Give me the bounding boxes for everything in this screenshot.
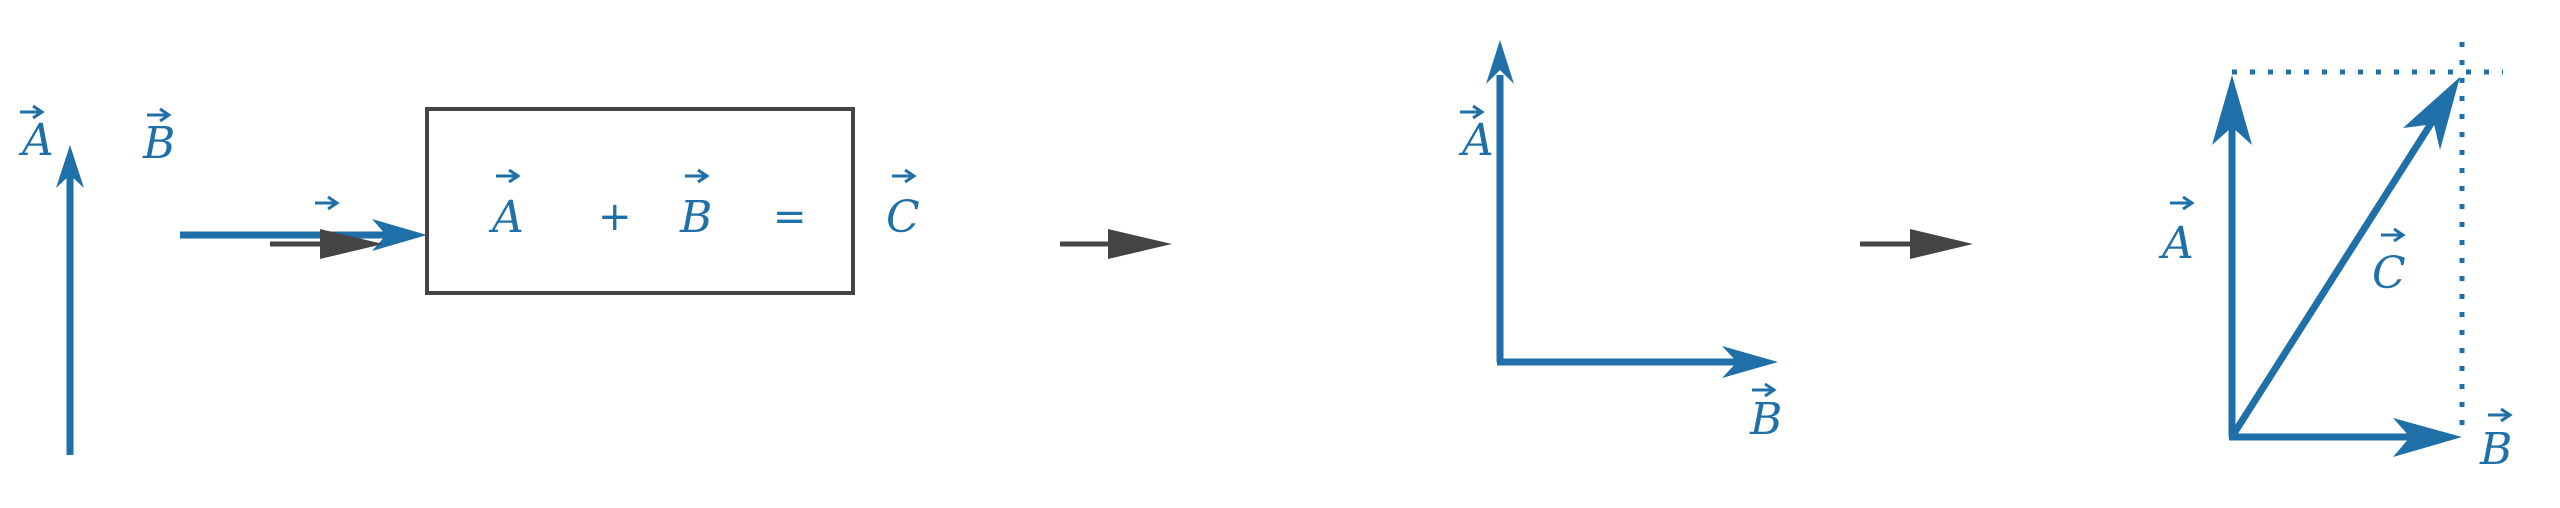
vector-a-label: A — [18, 115, 54, 166]
plus-operator: + — [598, 194, 632, 240]
vector-b-arrow — [180, 219, 427, 251]
flow-arrow-icon — [1860, 229, 1973, 259]
vector-arrow-icon — [313, 195, 339, 211]
equation-term-b: B — [679, 192, 712, 243]
vector-a-label: A — [1458, 115, 1494, 166]
panel-perpendicular-vectors: A B — [1458, 40, 1782, 445]
flow-arrow-icon — [270, 229, 383, 259]
vector-arrow-icon — [494, 168, 520, 184]
panel-separate-vectors: A B — [18, 104, 427, 455]
vector-b-label: B — [142, 118, 175, 169]
vector-a-label: A — [2158, 218, 2194, 269]
vector-b-arrow — [1497, 346, 1778, 378]
equation-term-a: A — [488, 192, 524, 243]
equals-operator: = — [773, 194, 807, 240]
panel-resultant: A C B — [2158, 42, 2512, 475]
flow-arrow-icon — [1060, 229, 1172, 259]
vector-a-arrow — [1486, 40, 1514, 362]
vector-c-label: C — [2372, 248, 2406, 299]
equation-term-c: C — [886, 192, 920, 243]
equation: A + B = C — [488, 168, 920, 243]
vector-arrow-icon — [2168, 195, 2194, 211]
vector-a-arrow — [56, 145, 84, 455]
vector-arrow-icon — [2379, 227, 2405, 243]
vector-arrow-icon — [890, 168, 916, 184]
vector-b-label: B — [1749, 394, 1782, 445]
vector-b-label: B — [2479, 424, 2512, 475]
vector-arrow-icon — [683, 168, 709, 184]
vector-a-arrow — [2212, 75, 2252, 437]
guide-lines — [2232, 42, 2503, 434]
vector-c-arrow — [2230, 77, 2460, 437]
vector-arrow-icon — [2486, 407, 2512, 423]
vector-b-arrow — [2229, 418, 2462, 457]
equation-box — [313, 107, 855, 295]
